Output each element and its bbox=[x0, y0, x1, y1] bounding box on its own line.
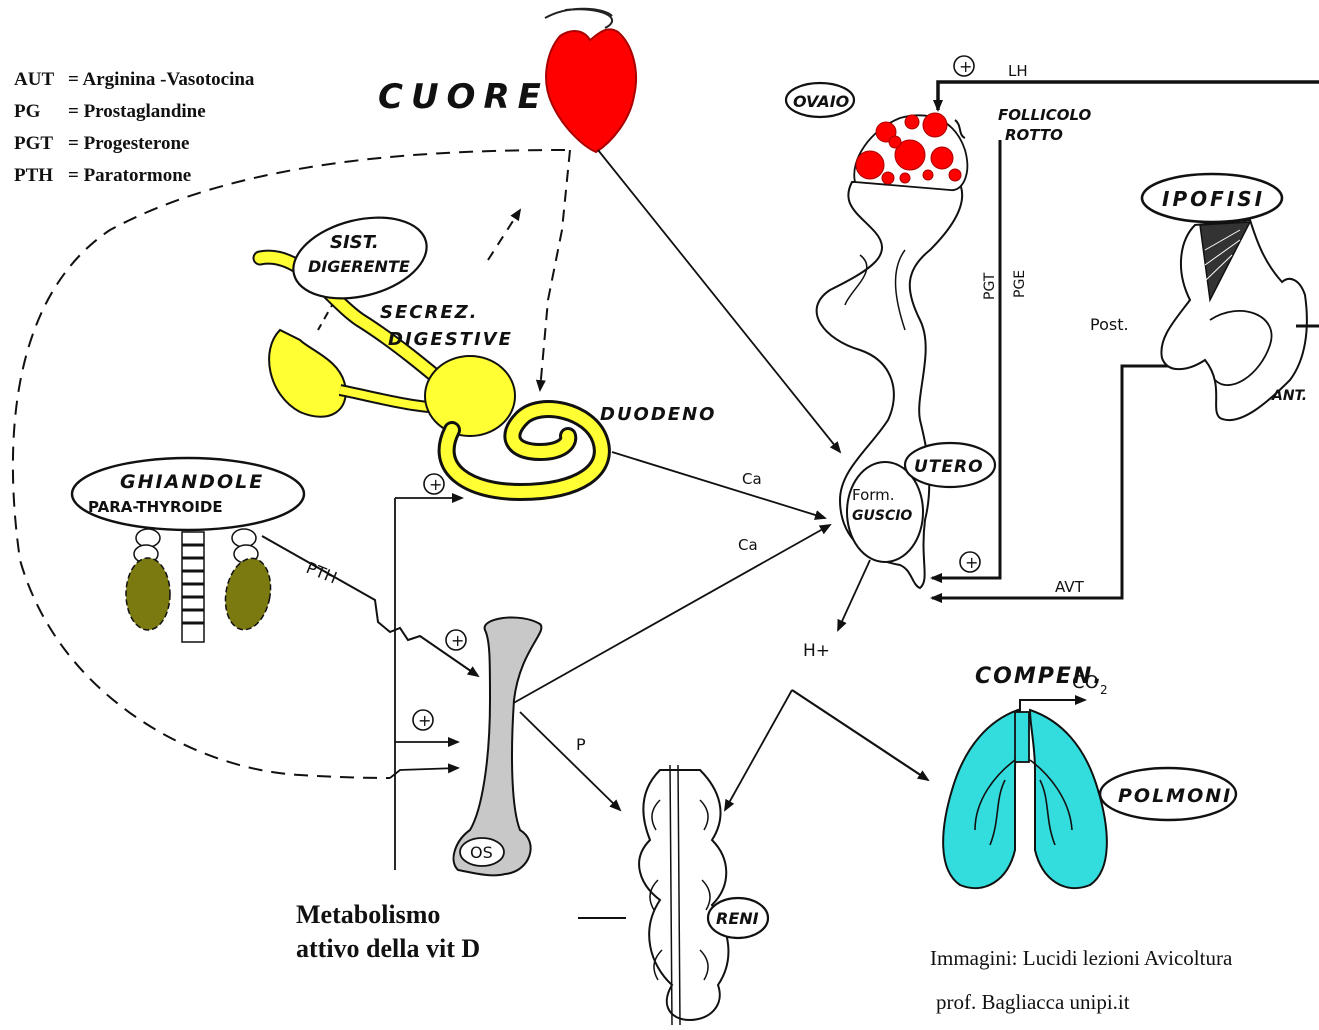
plus-pth-sign: + bbox=[451, 631, 464, 650]
heart-shape bbox=[546, 29, 636, 152]
label-secrez-2: DIGESTIVE bbox=[388, 329, 513, 350]
bubble-ghiandole bbox=[72, 458, 304, 530]
label-pth: PTH bbox=[304, 558, 340, 587]
credit-line-2: prof. Bagliacca unipi.it bbox=[936, 990, 1130, 1015]
pancreas bbox=[269, 330, 346, 417]
bone bbox=[454, 617, 542, 875]
vitd-branch-2 bbox=[390, 768, 458, 778]
plus-lh-sign: + bbox=[959, 57, 972, 76]
label-follicolo-1: FOLLICOLO bbox=[998, 106, 1091, 124]
label-co2-sub: 2 bbox=[1100, 683, 1108, 697]
label-ipofisi: IPOFISI bbox=[1162, 187, 1265, 211]
label-form-2: GUSCIO bbox=[852, 508, 912, 524]
kidneys bbox=[578, 765, 728, 1025]
dashed-loop-heart-vitd bbox=[13, 150, 565, 778]
label-co2: CO bbox=[1072, 672, 1099, 693]
label-pgt: PGT bbox=[982, 272, 998, 300]
caption-line-2: attivo della vit D bbox=[296, 932, 480, 966]
parathyroid-left bbox=[126, 558, 170, 630]
plus-pgt-sign: + bbox=[965, 553, 978, 572]
credit-line-1: Immagini: Lucidi lezioni Avicoltura bbox=[930, 946, 1232, 971]
plus-vitd-top-sign: + bbox=[429, 475, 442, 494]
arrow-lh bbox=[938, 82, 1319, 110]
arrow-utero-h bbox=[838, 560, 870, 630]
label-duodeno: DUODENO bbox=[600, 404, 716, 425]
label-ant: ANT. bbox=[1271, 388, 1307, 404]
label-h: H+ bbox=[803, 641, 830, 661]
arrow-bone-utero bbox=[510, 525, 830, 705]
label-ovaio: OVAIO bbox=[793, 92, 850, 111]
label-utero: UTERO bbox=[914, 457, 984, 477]
arrow-h-reni bbox=[725, 690, 792, 810]
label-ghiandole-2: PARA-THYROIDE bbox=[88, 498, 223, 516]
label-sist-1: SIST. bbox=[330, 232, 379, 253]
label-avt: AVT bbox=[1055, 578, 1085, 596]
label-polmoni: POLMONI bbox=[1118, 785, 1232, 807]
label-p: P bbox=[576, 735, 586, 754]
parathyroid-right bbox=[220, 555, 276, 634]
arrow-h-polmoni bbox=[792, 690, 928, 780]
dashed-arrow-to-heart bbox=[488, 210, 520, 260]
label-secrez-1: SECREZ. bbox=[380, 302, 479, 323]
dashed-arrow-heart-duodeno bbox=[540, 150, 570, 390]
label-ca-2: Ca bbox=[738, 536, 758, 554]
caption-line-1: Metabolismo bbox=[296, 898, 480, 932]
label-lh: LH bbox=[1008, 62, 1028, 80]
label-os: OS bbox=[470, 843, 493, 862]
label-form-1: Form. bbox=[852, 486, 895, 504]
label-ghiandole-1: GHIANDOLE bbox=[120, 471, 264, 493]
caption-vitd: Metabolismo attivo della vit D bbox=[296, 898, 480, 966]
heart bbox=[545, 9, 636, 152]
label-reni: RENI bbox=[716, 909, 759, 928]
stomach bbox=[425, 356, 515, 436]
label-post: Post. bbox=[1090, 315, 1129, 334]
arrow-duodeno-utero bbox=[612, 452, 825, 518]
arrow-pth bbox=[262, 536, 478, 676]
parathyroid-glands bbox=[126, 529, 276, 642]
lungs bbox=[943, 710, 1107, 888]
label-sist-2: DIGERENTE bbox=[308, 257, 410, 276]
label-ca-1: Ca bbox=[742, 470, 762, 488]
label-cuore: CUORE bbox=[378, 77, 549, 117]
plus-vitd-bottom-sign: + bbox=[418, 711, 431, 730]
arrow-bone-reni bbox=[520, 712, 620, 810]
label-follicolo-2: ROTTO bbox=[1005, 126, 1063, 144]
label-pge: PGE bbox=[1012, 270, 1028, 298]
